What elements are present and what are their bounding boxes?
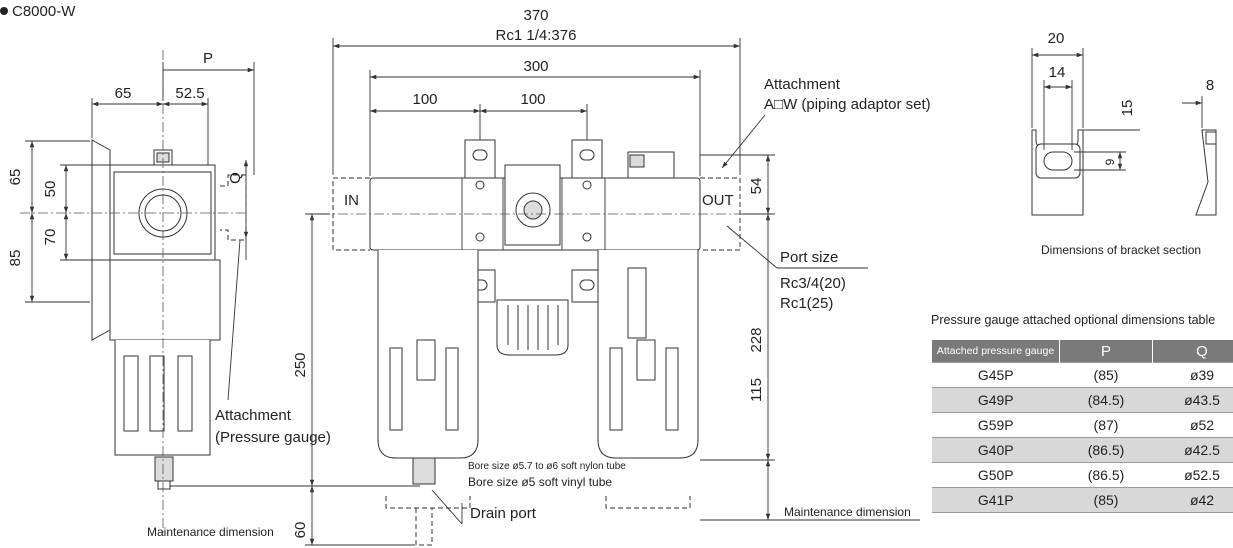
cell-gauge: G49P	[932, 387, 1060, 413]
header-p: P	[1059, 340, 1153, 363]
cell-p: (85)	[1059, 487, 1153, 513]
dim-65-left: 65	[7, 169, 24, 186]
cell-p: (86.5)	[1059, 462, 1153, 488]
port-size-1: Rc3/4(20)	[780, 275, 846, 292]
table-row: G50P (86.5) ø52.5	[932, 462, 1233, 488]
cell-gauge: G40P	[932, 437, 1060, 463]
cell-p: (85)	[1059, 362, 1153, 388]
maintenance-dimension-side: Maintenance dimension	[147, 525, 274, 539]
options-table-grid: Attached pressure gauge P Q G45P (85) ø3…	[932, 340, 1233, 513]
header-attached-gauge: Attached pressure gauge	[932, 340, 1060, 363]
bracket-dim-20: 20	[1048, 30, 1065, 47]
cell-q: ø39	[1152, 362, 1233, 388]
dim-70-left: 70	[42, 229, 59, 246]
cell-gauge: G45P	[932, 362, 1060, 388]
bracket-dim-15: 15	[1119, 100, 1136, 117]
attachment-gauge-sub: (Pressure gauge)	[215, 429, 331, 446]
table-row: G40P (86.5) ø42.5	[932, 437, 1233, 463]
bracket-detail: 20 14 15 9 8 Dimensions of bracket secti…	[1031, 30, 1217, 257]
side-view: 65 85 50 70 65 52.5 P Q Attachment (Pres…	[7, 50, 331, 539]
dim-50-left: 50	[42, 181, 59, 198]
cell-p: (84.5)	[1059, 387, 1153, 413]
cell-p: (86.5)	[1059, 437, 1153, 463]
dim-300: 300	[523, 58, 548, 75]
table-row: G45P (85) ø39	[932, 362, 1233, 388]
header-q: Q	[1152, 340, 1233, 363]
table-row: G59P (87) ø52	[932, 412, 1233, 438]
dim-54: 54	[748, 178, 765, 195]
port-in-label: IN	[344, 192, 359, 209]
port-size-2: Rc1(25)	[780, 295, 833, 312]
port-size-label: Port size	[780, 249, 838, 266]
dim-250: 250	[292, 352, 309, 377]
cell-q: ø52	[1152, 412, 1233, 438]
cell-q: ø42.5	[1152, 437, 1233, 463]
header: C8000-W	[0, 3, 76, 20]
attachment-gauge-label: Attachment	[215, 407, 292, 424]
dim-85-left: 85	[7, 250, 24, 267]
table-row: G41P (85) ø42	[932, 487, 1233, 513]
bracket-dim-14: 14	[1049, 64, 1066, 81]
cell-q: ø52.5	[1152, 462, 1233, 488]
bracket-dim-9: 9	[1103, 158, 1117, 165]
attachment-adaptor-label: Attachment	[764, 76, 841, 93]
cell-q: ø42	[1152, 487, 1233, 513]
bore-vinyl-label: Bore size ø5 soft vinyl tube	[468, 475, 612, 489]
dim-115: 115	[748, 378, 765, 402]
dim-370: 370	[523, 7, 548, 24]
dim-100-a: 100	[412, 91, 437, 108]
dim-rc376: Rc1 1/4:376	[496, 27, 577, 44]
bore-nylon-label: Bore size ø5.7 to ø6 soft nylon tube	[468, 461, 626, 472]
dim-q: Q	[227, 172, 244, 184]
options-table-title: Pressure gauge attached optional dimensi…	[931, 313, 1216, 327]
cell-q: ø43.5	[1152, 387, 1233, 413]
dim-65-top: 65	[115, 85, 132, 102]
bullet-icon	[0, 7, 8, 15]
cell-p: (87)	[1059, 412, 1153, 438]
table-header-row: Attached pressure gauge P Q	[932, 340, 1233, 363]
dim-52-5: 52.5	[175, 85, 204, 102]
dim-p: P	[203, 50, 213, 67]
dim-60: 60	[292, 522, 309, 539]
drain-port-label: Drain port	[470, 505, 537, 522]
bracket-dim-8: 8	[1206, 77, 1214, 94]
port-out-label: OUT	[702, 192, 734, 209]
attachment-adaptor-code: A□W (piping adaptor set)	[764, 96, 931, 113]
dim-100-b: 100	[520, 91, 545, 108]
model-name: C8000-W	[12, 3, 76, 20]
table-row: G49P (84.5) ø43.5	[932, 387, 1233, 413]
cell-gauge: G41P	[932, 487, 1060, 513]
cell-gauge: G59P	[932, 412, 1060, 438]
dim-228: 228	[748, 327, 765, 352]
bracket-caption: Dimensions of bracket section	[1041, 243, 1201, 257]
maintenance-dimension-front: Maintenance dimension	[784, 505, 911, 519]
front-view: IN OUT 370 Rc1 1/4:376 300 100 100 Attac…	[292, 7, 931, 546]
cell-gauge: G50P	[932, 462, 1060, 488]
